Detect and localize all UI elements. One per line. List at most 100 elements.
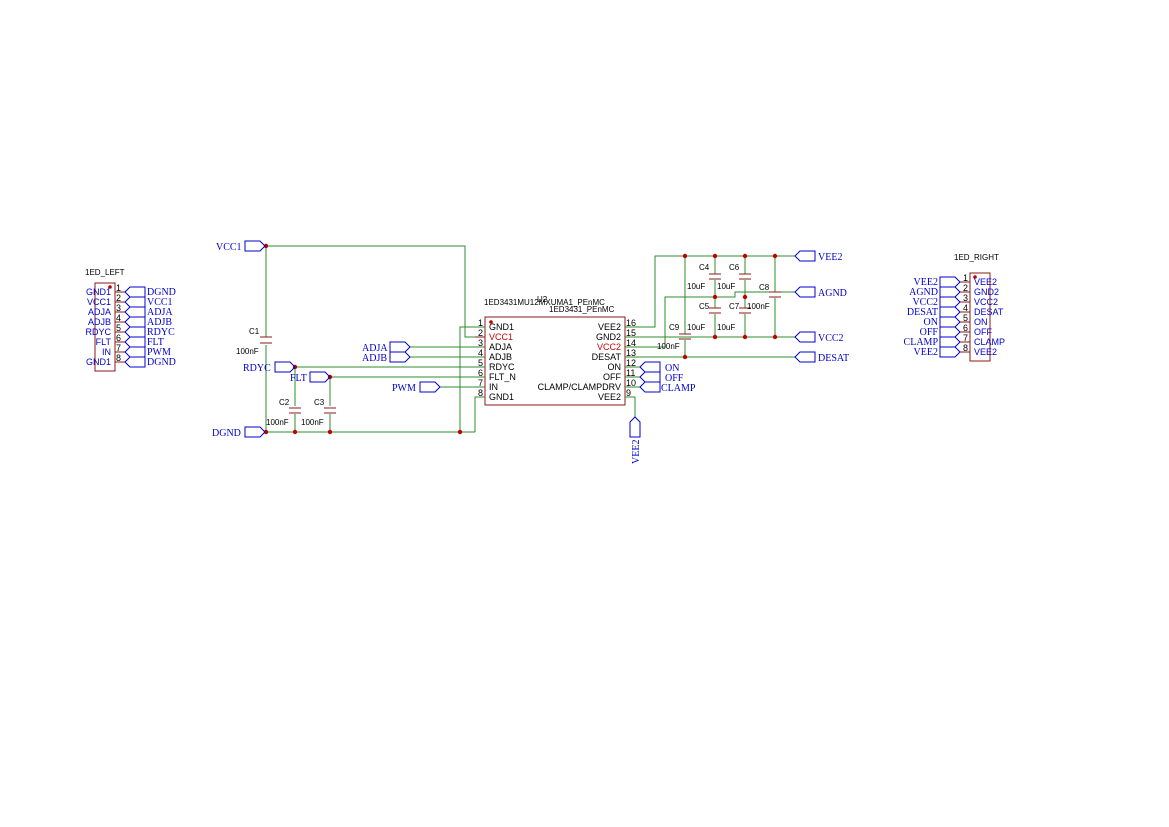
ic-pin-number: 9: [626, 388, 631, 398]
svg-text:10uF: 10uF: [717, 323, 735, 332]
svg-text:FLT: FLT: [290, 373, 307, 384]
net-label-clamp: CLAMP: [639, 381, 696, 394]
connector-right-pin-name: DESAT: [974, 307, 1004, 317]
svg-text:100nF: 100nF: [657, 342, 680, 351]
connector-right-net-flag: [939, 296, 961, 308]
svg-text:ADJB: ADJB: [362, 353, 387, 364]
ic-part-name: 1ED3431_PEnMC: [549, 305, 615, 314]
ic-pin-number: 13: [626, 348, 636, 358]
ic-pin-number: 1: [478, 318, 483, 328]
ic-pin-name: VCC1: [489, 332, 513, 342]
svg-text:ON: ON: [665, 363, 679, 374]
connector-right-net-label: CLAMP: [904, 337, 939, 348]
capacitor-c2: C2 100nF: [266, 398, 301, 427]
capacitor-c4: C4 10uF: [687, 263, 721, 291]
connector-left-pin-name: ADJB: [88, 317, 111, 327]
net-label-flt: FLT: [290, 371, 331, 384]
capacitor-c6: C6 10uF: [717, 263, 751, 291]
connector-left-net-label: DGND: [147, 287, 176, 298]
net-label-vee2-bottom: VEE2: [629, 416, 642, 464]
ic-pin1-marker: [489, 320, 493, 324]
wires: [265, 245, 795, 433]
ic-pin-name: GND1: [489, 392, 514, 402]
connector-right-net-label: VEE2: [914, 347, 938, 358]
connector-right-pin-name: GND2: [974, 287, 999, 297]
ic-pin-number: 8: [478, 388, 483, 398]
net-label-agnd: AGND: [794, 286, 847, 299]
ic-pin-number: 6: [478, 368, 483, 378]
connector-left-net-label: PWM: [147, 347, 171, 358]
connector-right-pin-name: ON: [974, 317, 988, 327]
connector-left-pin-name: RDYC: [85, 327, 111, 337]
ic-pin-name: ADJB: [489, 352, 512, 362]
svg-text:100nF: 100nF: [747, 302, 770, 311]
svg-text:100nF: 100nF: [301, 418, 324, 427]
connector-right-pin-name: CLAMP: [974, 337, 1005, 347]
ic-pin-name: DESAT: [592, 352, 622, 362]
connector-left-pin-name: GND1: [86, 287, 111, 297]
ic-ref: U2: [537, 295, 548, 304]
connector-right-net-flag: [939, 326, 961, 338]
svg-text:C3: C3: [314, 398, 325, 407]
ic-pin-name: VEE2: [598, 392, 621, 402]
net-label-vcc1: VCC1: [216, 240, 266, 253]
connector-left-pin-name: GND1: [86, 357, 111, 367]
ic-part-number: 1ED3431MU12MXUMA1_PEnMC: [484, 298, 605, 307]
ic-pin-number: 3: [478, 338, 483, 348]
ic-pin-number: 12: [626, 358, 636, 368]
connector-left-body: [94, 282, 116, 372]
connector-left-net-flag: [124, 326, 146, 338]
net-label-dgnd: DGND: [212, 426, 266, 439]
svg-text:DGND: DGND: [212, 428, 241, 439]
connector-right-pin-name: VCC2: [974, 297, 998, 307]
svg-text:C8: C8: [759, 283, 770, 292]
connector-right-net-flag: [939, 286, 961, 298]
ic-pin-number: 14: [626, 338, 636, 348]
connector-right-pin-name: VEE2: [974, 277, 997, 287]
ic-pin-name: VEE2: [598, 322, 621, 332]
connector-left-pin-name: VCC1: [87, 297, 111, 307]
connector-right-net-flag: [939, 346, 961, 358]
junctions: [263, 243, 778, 435]
connector-right-net-label: AGND: [909, 287, 938, 298]
capacitor-c1: C1 100nF: [236, 327, 272, 356]
svg-text:VCC2: VCC2: [818, 333, 844, 344]
ic-u2[interactable]: 1ED3431MU12MXUMA1_PEnMC U2 1ED3431_PEnMC…: [475, 295, 636, 406]
svg-text:RDYC: RDYC: [243, 363, 271, 374]
connector-left-pin-name: IN: [102, 347, 111, 357]
connector-right-net-label: DESAT: [907, 307, 938, 318]
ic-pin-number: 15: [626, 328, 636, 338]
connector-right-pin-number: 6: [963, 323, 968, 333]
ic-pin-name: IN: [489, 382, 498, 392]
svg-text:100nF: 100nF: [266, 418, 289, 427]
pin1-marker: [108, 285, 112, 289]
ic-pin-name: FLT_N: [489, 372, 516, 382]
ic-pin-name: ON: [608, 362, 622, 372]
svg-text:VCC1: VCC1: [216, 242, 242, 253]
svg-text:C7: C7: [729, 302, 740, 311]
ic-pin-number: 7: [478, 378, 483, 388]
svg-text:DESAT: DESAT: [818, 353, 849, 364]
svg-text:CLAMP: CLAMP: [661, 383, 696, 394]
svg-text:100nF: 100nF: [236, 347, 259, 356]
connector-right-pin-name: OFF: [974, 327, 992, 337]
connector-left-net-label: ADJA: [147, 307, 173, 318]
svg-text:OFF: OFF: [665, 373, 684, 384]
net-label-desat: DESAT: [794, 351, 849, 364]
svg-text:C1: C1: [249, 327, 260, 336]
svg-text:PWM: PWM: [392, 383, 416, 394]
ic-pin-name: GND2: [596, 332, 621, 342]
connector-left-pin-number: 7: [116, 343, 121, 353]
connector-left-net-label: ADJB: [147, 317, 172, 328]
connector-right-pin-number: 4: [963, 303, 968, 313]
connector-right-pin-number: 8: [963, 343, 968, 353]
connector-left-pin-name: FLT: [96, 337, 112, 347]
connector-left-pin-number: 3: [116, 303, 121, 313]
net-label-off: OFF: [639, 371, 684, 384]
connector-left-pin-number: 8: [116, 353, 121, 363]
connector-left-title: 1ED_LEFT: [85, 268, 125, 277]
